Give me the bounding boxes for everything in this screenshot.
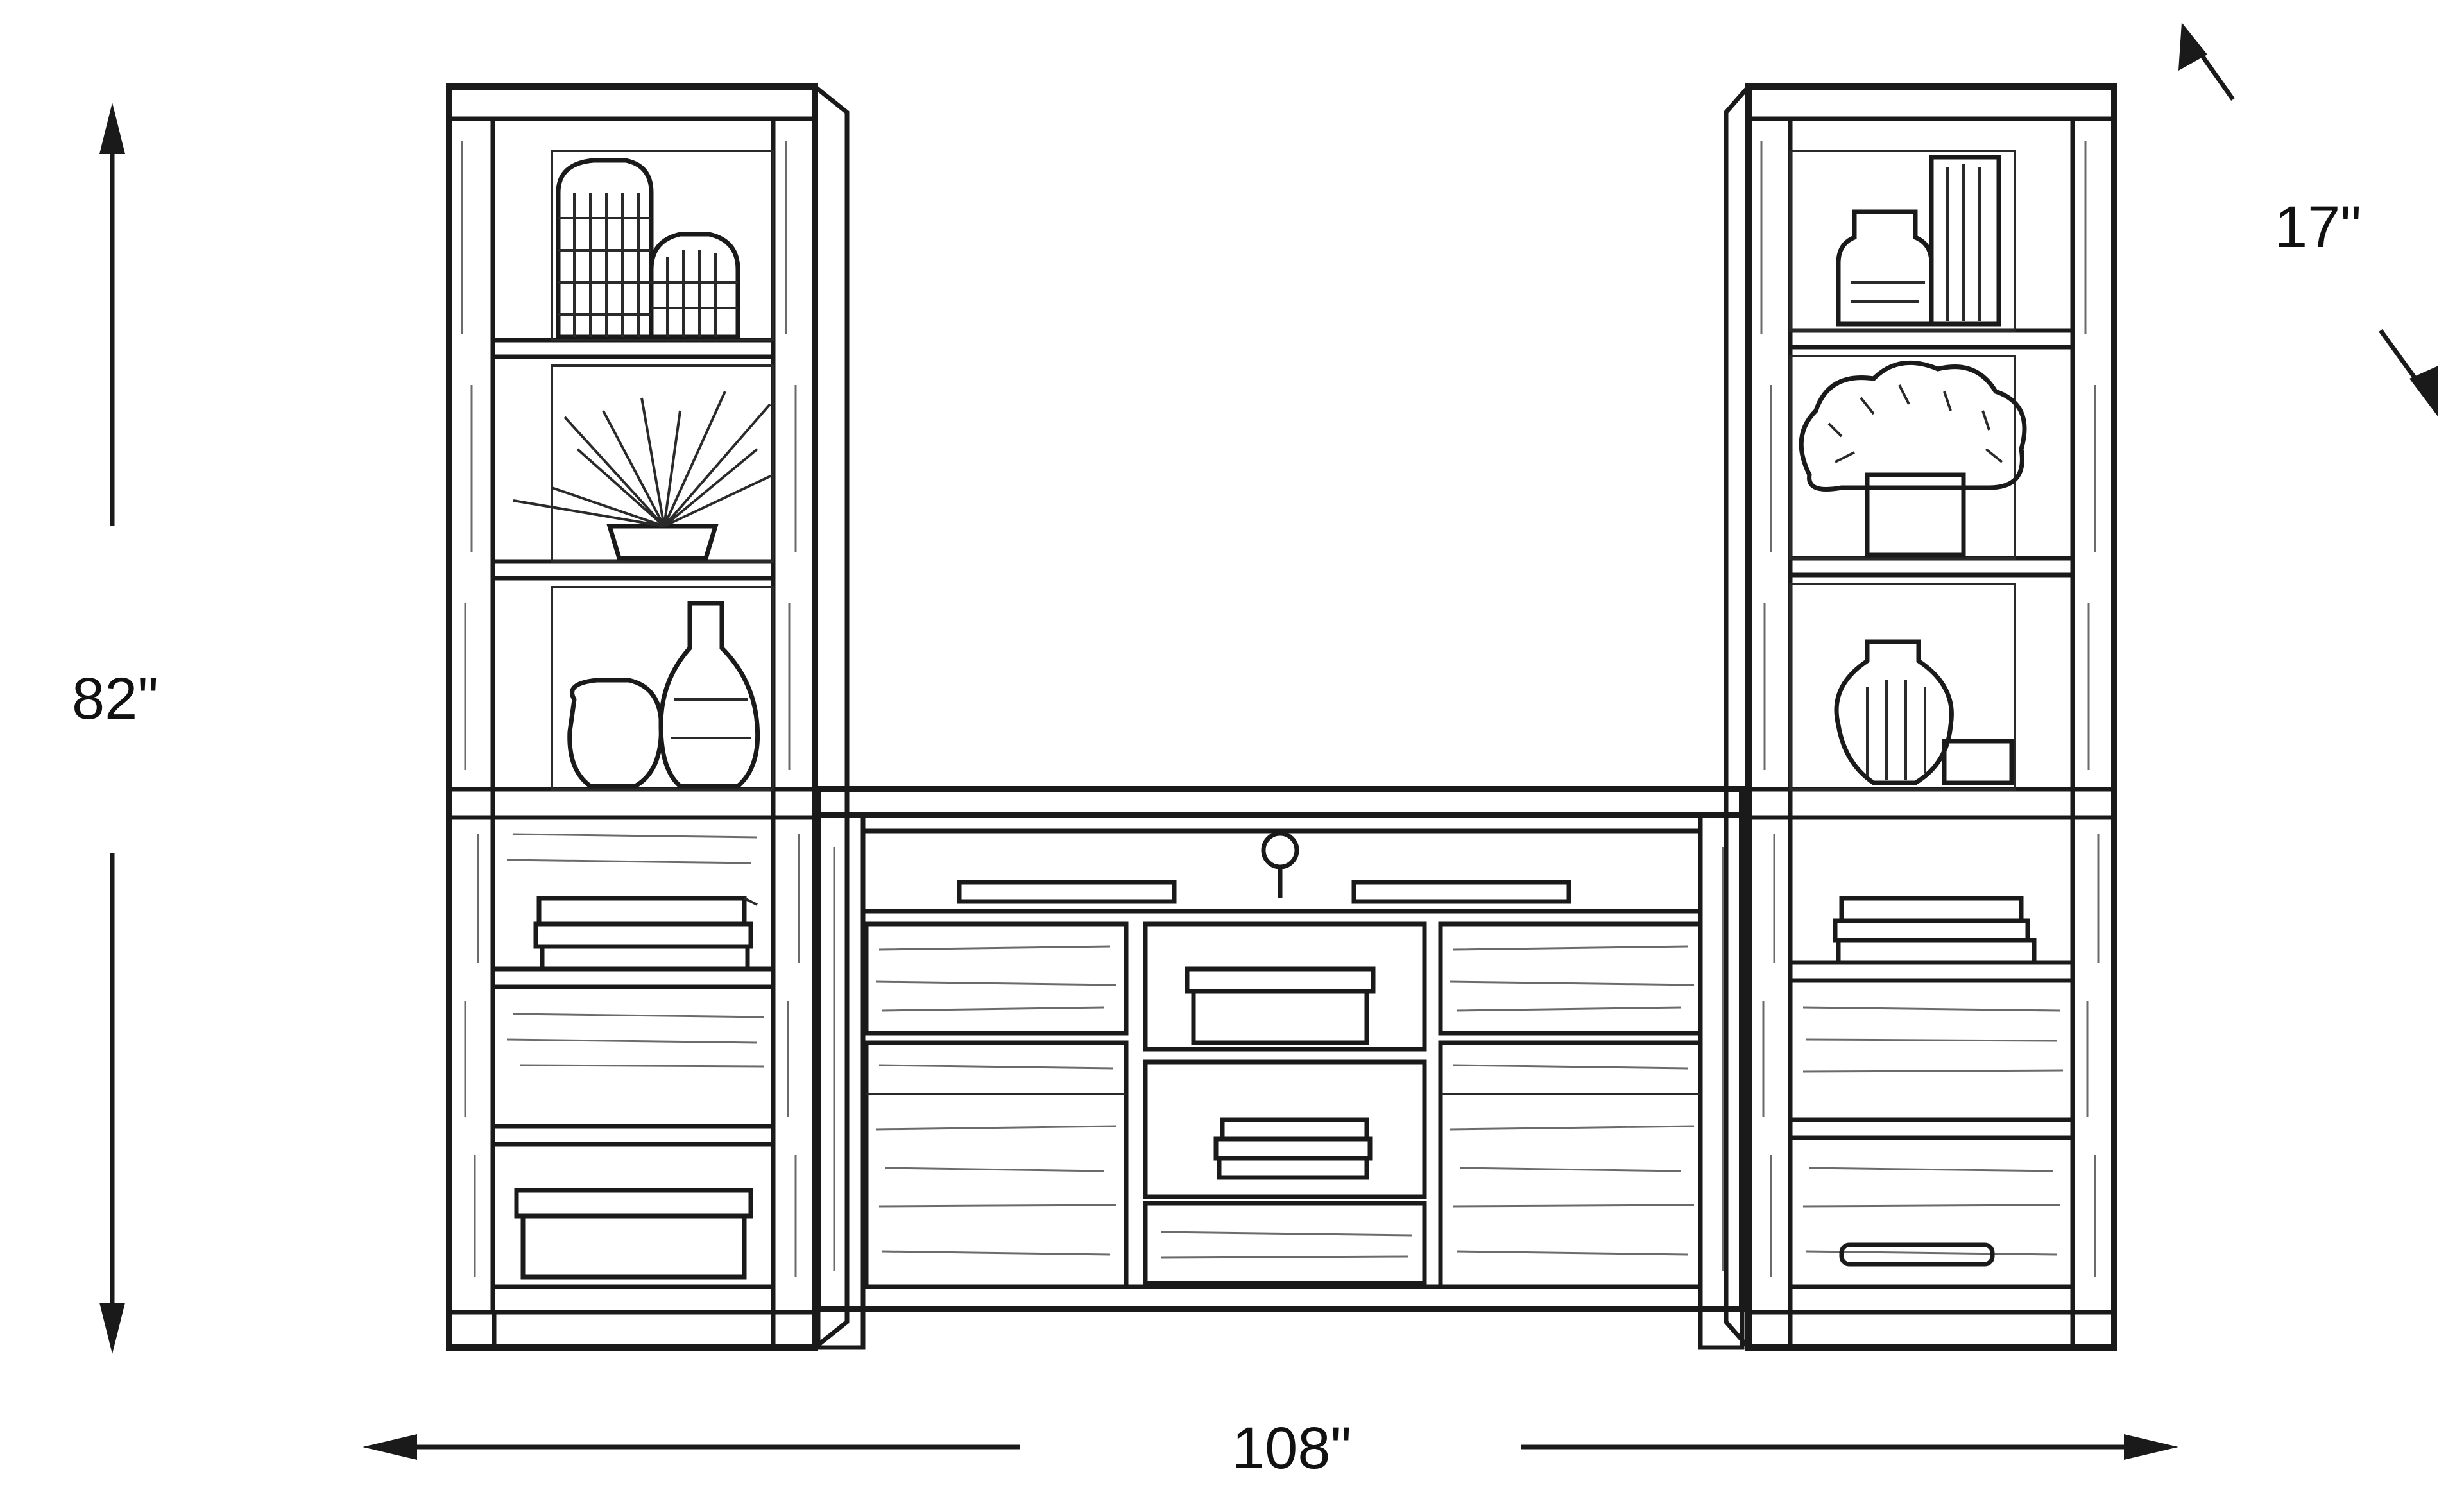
right-pier-shelf-5 [1788, 1117, 2075, 1140]
left-pier-base-rail [490, 1284, 776, 1315]
right-pier-jars [1836, 155, 2001, 327]
right-pier-vase-and-box [1834, 639, 2014, 785]
console-wood-grain [833, 847, 1724, 1271]
left-pier-bookcase [446, 83, 850, 1351]
height-dimension: 82" [72, 103, 158, 1354]
height-arrow-down-head [99, 1303, 125, 1354]
left-pier-side-panel [813, 85, 850, 1349]
console-leg-left [816, 1306, 866, 1350]
right-pier-side-panel [1724, 85, 1750, 1349]
left-pier-shelf-3 [447, 787, 817, 820]
right-pier-leg-right [2070, 1310, 2117, 1350]
left-pier-back-panel-mid [551, 364, 774, 563]
left-pier-storage-box [514, 1188, 753, 1280]
right-pier-leg-left [1746, 1310, 1793, 1350]
depth-arrow-lower-head [2409, 366, 2438, 417]
console-right-drawer-bottom [1438, 1040, 1703, 1289]
console-center-book-stack [1213, 1117, 1373, 1180]
depth-dimension: 17" [2178, 22, 2438, 417]
left-pier-shelf-5 [490, 1124, 776, 1147]
right-pier-drawer-pull [1839, 1242, 1995, 1267]
right-pier-back-panel-mid [1789, 355, 2016, 560]
right-pier-flower-bouquet [1799, 360, 2027, 558]
width-arrow-right-head [2124, 1434, 2178, 1460]
left-pier-back-panel-low [551, 586, 774, 791]
left-pier-round-vases [567, 601, 760, 789]
console-left-drawer-top [864, 921, 1129, 1036]
right-pier-shelf-1 [1788, 328, 2075, 350]
left-pier-lattice-vases [556, 158, 740, 339]
right-pier-outer-frame [1745, 83, 2118, 1351]
right-pier-base-rail [1788, 1284, 2075, 1315]
right-pier-back-panel-top [1789, 150, 2016, 332]
left-pier-leg-left [447, 1310, 497, 1350]
right-pier-shelf-3 [1746, 787, 2117, 820]
right-pier-back-panel-low [1789, 583, 2016, 791]
tv-console [815, 786, 1745, 1350]
left-pier-shelf-4 [490, 966, 776, 989]
depth-label: 17" [2275, 194, 2361, 260]
console-soundbar-left [957, 880, 1177, 904]
right-pier-wood-grain [1760, 141, 2100, 1277]
height-label: 82" [72, 666, 158, 732]
left-pier-shelf-1 [490, 338, 776, 359]
console-right-drawer-top [1438, 921, 1703, 1036]
left-pier-shelf-2 [490, 559, 776, 581]
right-pier-book-stack [1833, 896, 2037, 965]
depth-arrow-upper-head [2178, 22, 2207, 71]
left-pier-wood-grain [461, 141, 800, 1277]
console-left-drawer-bottom [864, 1040, 1129, 1289]
console-center-open-shelf-upper [1143, 921, 1427, 1052]
console-top-open-compartment [860, 828, 1703, 914]
console-soundbar-right [1351, 880, 1571, 904]
right-pier-shelf-4 [1788, 960, 2075, 983]
console-center-drawer [1143, 1201, 1427, 1286]
right-pier-bookcase [1724, 83, 2118, 1351]
right-pier-shelf-2 [1788, 556, 2075, 578]
height-arrow-up-head [99, 103, 125, 154]
console-cable-grommet [1261, 831, 1299, 869]
console-center-open-shelf-lower [1143, 1059, 1427, 1199]
left-pier-potted-plant [513, 391, 774, 561]
left-pier-outer-frame [446, 83, 818, 1351]
width-label: 108" [1232, 1416, 1351, 1481]
left-pier-leg-right [771, 1310, 817, 1350]
console-body [815, 812, 1745, 1312]
console-center-box-upper [1185, 966, 1376, 1045]
console-top [815, 786, 1745, 818]
left-pier-book-stack [533, 896, 758, 972]
left-pier-back-panel-top [551, 150, 774, 341]
width-dimension: 108" [363, 1416, 2178, 1481]
width-arrow-left-head [363, 1434, 417, 1460]
console-leg-right [1698, 1306, 1745, 1350]
